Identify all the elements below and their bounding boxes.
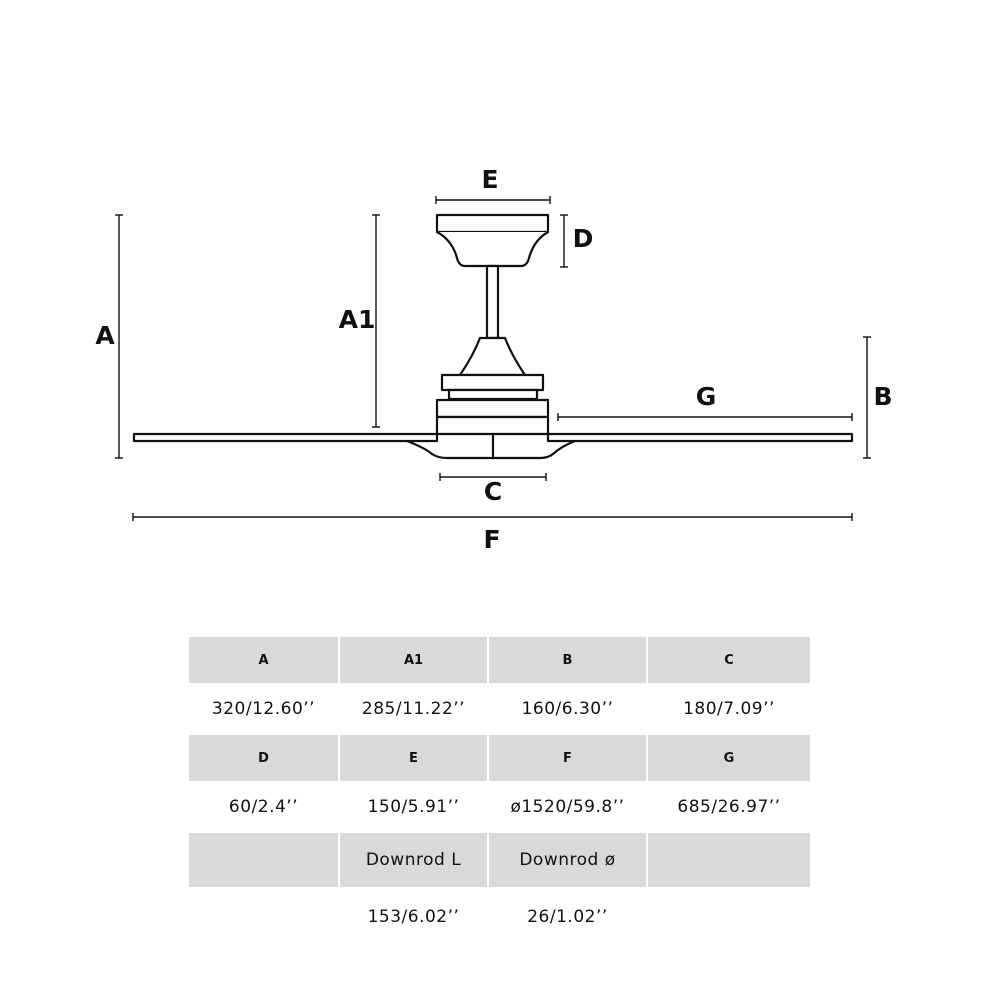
table-value-row: 153/6.02’’ 26/1.02’’ (189, 887, 810, 947)
table-value-cell: 685/26.97’’ (677, 797, 781, 817)
table-value-cell: 26/1.02’’ (527, 907, 608, 927)
dimension-d (560, 214, 568, 268)
table-header-cell (189, 833, 338, 887)
label-d: D (573, 224, 594, 253)
downrod (485, 264, 500, 340)
dimension-c (439, 473, 547, 481)
table-value-cell: 150/5.91’’ (367, 797, 460, 817)
table-value-cell: ø1520/59.8’’ (510, 797, 625, 817)
table-value-cell: 60/2.4’’ (228, 797, 299, 817)
dimension-a (115, 214, 123, 459)
label-g: G (696, 382, 717, 411)
table-value-cell: 285/11.22’’ (361, 699, 466, 719)
table-header-cell: G (648, 735, 810, 781)
table-header-row: D E F G (189, 735, 810, 781)
bottom-hub (406, 439, 576, 460)
label-f: F (483, 525, 500, 554)
table-header-row: Downrod L Downrod ø (189, 833, 810, 887)
motor-ring-upper (440, 373, 545, 392)
canopy (435, 213, 550, 268)
blade-right (546, 432, 854, 443)
motor-ring-middle (447, 388, 539, 401)
label-a1: A1 (339, 305, 376, 334)
table-header-cell: A1 (340, 637, 487, 683)
dimension-g (557, 413, 853, 421)
label-a: A (95, 321, 115, 350)
table-value-cell (648, 887, 810, 947)
table-header-row: A A1 B C (189, 637, 810, 683)
table-header-cell: A (189, 637, 338, 683)
dimension-f (132, 513, 853, 521)
table-value-cell: 320/12.60’’ (211, 699, 316, 719)
table-value-cell: 153/6.02’’ (367, 907, 460, 927)
table-value-row: 60/2.4’’ 150/5.91’’ ø1520/59.8’’ 685/26.… (189, 781, 810, 833)
ceiling-fan-dimension-diagram: A A1 B C D E F G (95, 165, 892, 554)
table-value-cell: 160/6.30’’ (521, 699, 614, 719)
label-e: E (481, 165, 498, 194)
table-header-cell: E (340, 735, 487, 781)
motor-cone (458, 336, 527, 377)
table-header-cell (648, 833, 810, 887)
label-b: B (873, 382, 892, 411)
table-header-cell: Downrod L (340, 833, 487, 887)
table-header-cell: B (489, 637, 646, 683)
dimensions-table: A A1 B C 320/12.60’’ 285/11.22’’ 160/6.3… (189, 637, 810, 947)
motor-body (435, 398, 550, 419)
motor-base (435, 415, 550, 436)
dimension-e (435, 196, 551, 204)
table-header-cell: C (648, 637, 810, 683)
table-header-cell: F (489, 735, 646, 781)
blade-left (132, 432, 439, 443)
label-c: C (484, 477, 502, 506)
table-header-cell: Downrod ø (489, 833, 646, 887)
table-header-cell: D (189, 735, 338, 781)
table-value-cell (189, 887, 338, 947)
table-value-cell: 180/7.09’’ (683, 699, 775, 719)
dimension-a1 (372, 214, 380, 428)
dimension-b (863, 336, 871, 459)
table-value-row: 320/12.60’’ 285/11.22’’ 160/6.30’’ 180/7… (189, 683, 810, 735)
